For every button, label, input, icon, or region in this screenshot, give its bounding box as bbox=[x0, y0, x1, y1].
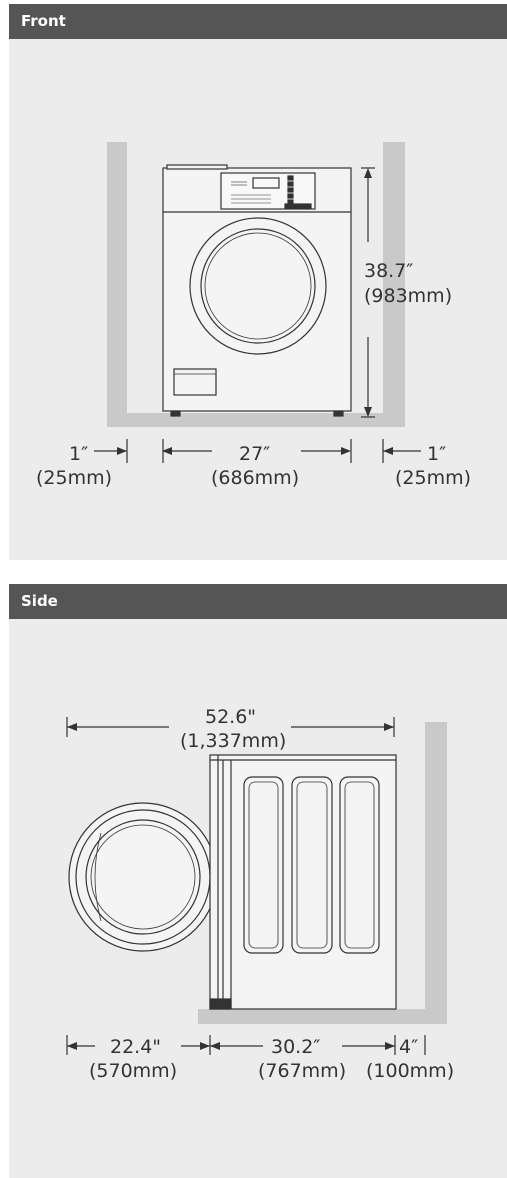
door-outer bbox=[189, 217, 327, 355]
machine-depth-mm-label: (767mm) bbox=[258, 1060, 346, 1082]
rear-gap-inches-label: 4″ bbox=[399, 1036, 418, 1058]
side-vent-middle bbox=[291, 776, 333, 954]
side-section-header: Side bbox=[9, 584, 507, 619]
side-view-diagram: 52.6" (1,337mm) bbox=[66, 706, 454, 1082]
side-vent-right bbox=[339, 776, 380, 954]
height-mm-label: (983mm) bbox=[364, 285, 452, 307]
width-inches-label: 27″ bbox=[239, 443, 270, 465]
height-inches-label: 38.7″ bbox=[364, 260, 413, 282]
washer-side-illustration bbox=[209, 754, 397, 1010]
front-view-diagram: 38.7″ (983mm) 1″ (25mm) 27″ (686mm) 1″ (… bbox=[36, 142, 471, 489]
right-gap-inches-label: 1″ bbox=[427, 443, 446, 465]
display-icon bbox=[252, 177, 280, 189]
rear-gap-mm-label: (100mm) bbox=[366, 1060, 454, 1082]
left-gap-mm-label: (25mm) bbox=[36, 467, 112, 489]
detergent-drawer bbox=[173, 368, 217, 396]
door-inner bbox=[200, 228, 316, 344]
front-wall bbox=[107, 142, 405, 427]
front-section-header: Front bbox=[9, 4, 507, 39]
total-depth-dimension bbox=[66, 717, 395, 737]
bottom-dimension-lines bbox=[66, 1035, 426, 1055]
front-panel: Front bbox=[9, 4, 507, 560]
side-vent-left bbox=[243, 776, 284, 954]
total-depth-inches-label: 52.6" bbox=[205, 706, 256, 728]
washer-front-illustration bbox=[162, 164, 352, 417]
machine-depth-inches-label: 30.2″ bbox=[271, 1036, 320, 1058]
height-dimension-line bbox=[361, 167, 375, 418]
width-dimension-lines bbox=[94, 439, 421, 463]
door-depth-inches-label: 22.4" bbox=[110, 1036, 161, 1058]
right-gap-mm-label: (25mm) bbox=[395, 467, 471, 489]
side-wall bbox=[198, 722, 447, 1024]
door-glass bbox=[204, 232, 312, 340]
side-panel: Side 52.6" (1,337mm) bbox=[9, 584, 507, 1178]
open-door-illustration bbox=[68, 802, 218, 952]
door-depth-mm-label: (570mm) bbox=[89, 1060, 177, 1082]
width-mm-label: (686mm) bbox=[211, 467, 299, 489]
left-gap-inches-label: 1″ bbox=[69, 443, 88, 465]
total-depth-mm-label: (1,337mm) bbox=[180, 730, 286, 752]
